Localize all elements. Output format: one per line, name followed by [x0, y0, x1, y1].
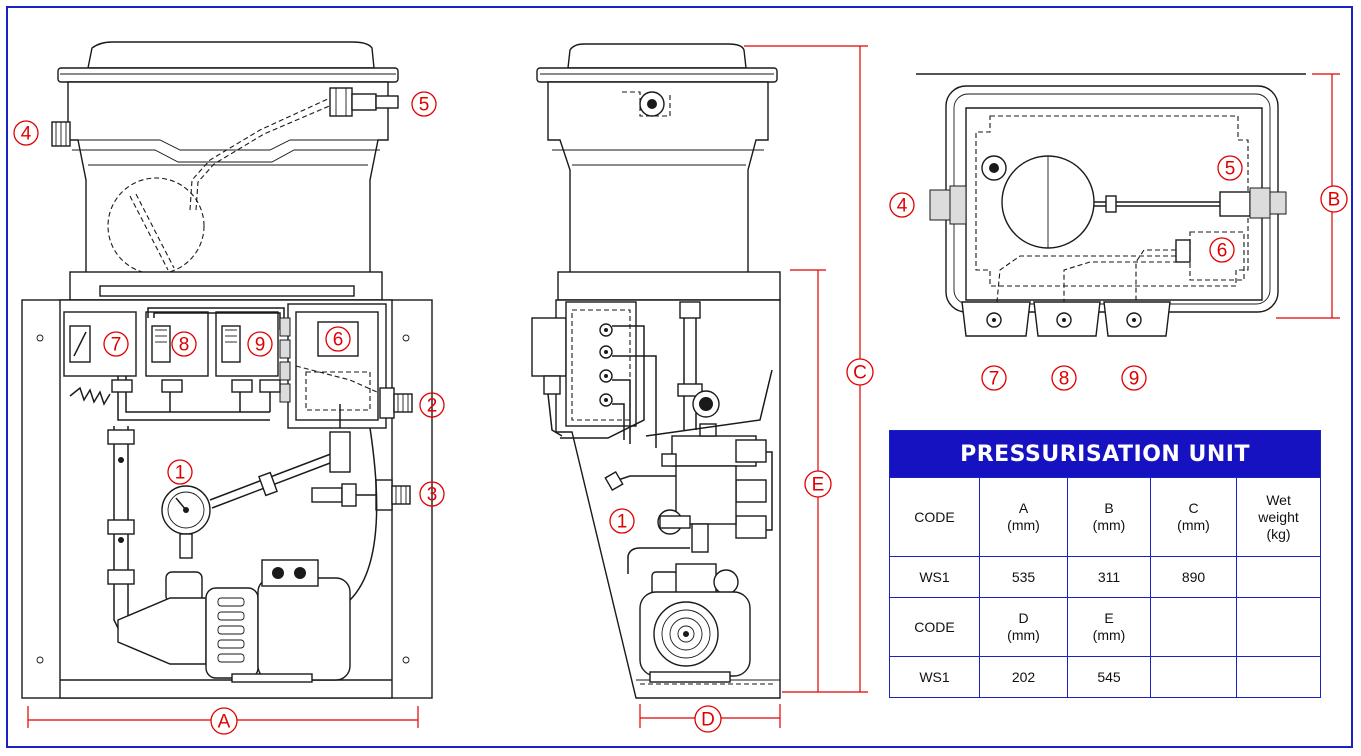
table-cell: 890 — [1150, 556, 1237, 598]
table-cell: 545 — [1067, 656, 1151, 698]
label-8-front: 8 — [171, 331, 197, 357]
label-5-front: 5 — [411, 91, 437, 117]
table-header-row-1: CODE A (mm) B (mm) C (mm) Wet weight (kg… — [889, 477, 1322, 557]
table-cell — [1235, 656, 1322, 698]
svg-text:7: 7 — [989, 369, 1000, 390]
table-cell — [1235, 556, 1322, 598]
front-view — [21, 41, 433, 728]
svg-text:8: 8 — [1059, 369, 1070, 390]
label-4-top: 4 — [889, 192, 915, 218]
label-2-front: 2 — [419, 392, 445, 418]
top-view — [916, 73, 1340, 337]
label-7-top: 7 — [981, 365, 1007, 391]
svg-text:1: 1 — [617, 512, 628, 533]
svg-text:C: C — [853, 363, 867, 384]
table-cell — [1150, 597, 1237, 657]
svg-text:6: 6 — [333, 330, 344, 351]
svg-text:D: D — [701, 710, 715, 731]
svg-text:B: B — [1328, 190, 1341, 211]
table-cell: A (mm) — [979, 477, 1068, 557]
dimension-label-b: B — [1320, 185, 1348, 213]
table-cell: C (mm) — [1150, 477, 1237, 557]
table-cell: 202 — [979, 656, 1068, 698]
table-cell: CODE — [889, 477, 980, 557]
spec-table: PRESSURISATION UNIT CODE A (mm) B (mm) C… — [888, 430, 1322, 698]
table-cell: WS1 — [889, 556, 980, 598]
table-cell: 311 — [1067, 556, 1151, 598]
label-1-side: 1 — [609, 508, 635, 534]
table-cell: D (mm) — [979, 597, 1068, 657]
side-view — [531, 43, 868, 728]
label-7-front: 7 — [103, 331, 129, 357]
label-5-top: 5 — [1217, 155, 1243, 181]
label-4-front: 4 — [13, 120, 39, 146]
table-cell: 535 — [979, 556, 1068, 598]
dimension-label-d: D — [694, 705, 722, 733]
dimension-label-e: E — [804, 470, 832, 498]
svg-text:9: 9 — [1129, 369, 1140, 390]
svg-text:9: 9 — [255, 335, 266, 356]
svg-text:E: E — [812, 475, 825, 496]
label-9-top: 9 — [1121, 365, 1147, 391]
table-row: WS1 535 311 890 — [889, 556, 1322, 598]
svg-text:5: 5 — [1225, 159, 1236, 180]
table-header-row-2: CODE D (mm) E (mm) — [889, 597, 1322, 657]
table-title: PRESSURISATION UNIT — [888, 430, 1322, 478]
dimension-label-c: C — [846, 358, 874, 386]
svg-text:5: 5 — [419, 95, 430, 116]
svg-text:4: 4 — [897, 196, 908, 217]
svg-text:1: 1 — [175, 463, 186, 484]
svg-text:4: 4 — [21, 124, 32, 145]
label-6-front: 6 — [325, 326, 351, 352]
table-cell: B (mm) — [1067, 477, 1151, 557]
svg-text:A: A — [218, 712, 231, 733]
label-1-front: 1 — [167, 459, 193, 485]
table-cell: WS1 — [889, 656, 980, 698]
label-3-front: 3 — [419, 481, 445, 507]
svg-text:7: 7 — [111, 335, 122, 356]
table-row: WS1 202 545 — [889, 656, 1322, 698]
drawing-frame — [6, 6, 1353, 748]
svg-text:3: 3 — [427, 485, 438, 506]
svg-text:6: 6 — [1217, 241, 1228, 262]
label-8-top: 8 — [1051, 365, 1077, 391]
table-cell: Wet weight (kg) — [1235, 477, 1322, 557]
table-cell — [1150, 656, 1237, 698]
svg-text:2: 2 — [427, 396, 438, 417]
table-cell: E (mm) — [1067, 597, 1151, 657]
dimension-label-a: A — [210, 707, 238, 735]
table-cell: CODE — [889, 597, 980, 657]
table-cell — [1235, 597, 1322, 657]
label-9-front: 9 — [247, 331, 273, 357]
svg-text:8: 8 — [179, 335, 190, 356]
label-6-top: 6 — [1209, 237, 1235, 263]
